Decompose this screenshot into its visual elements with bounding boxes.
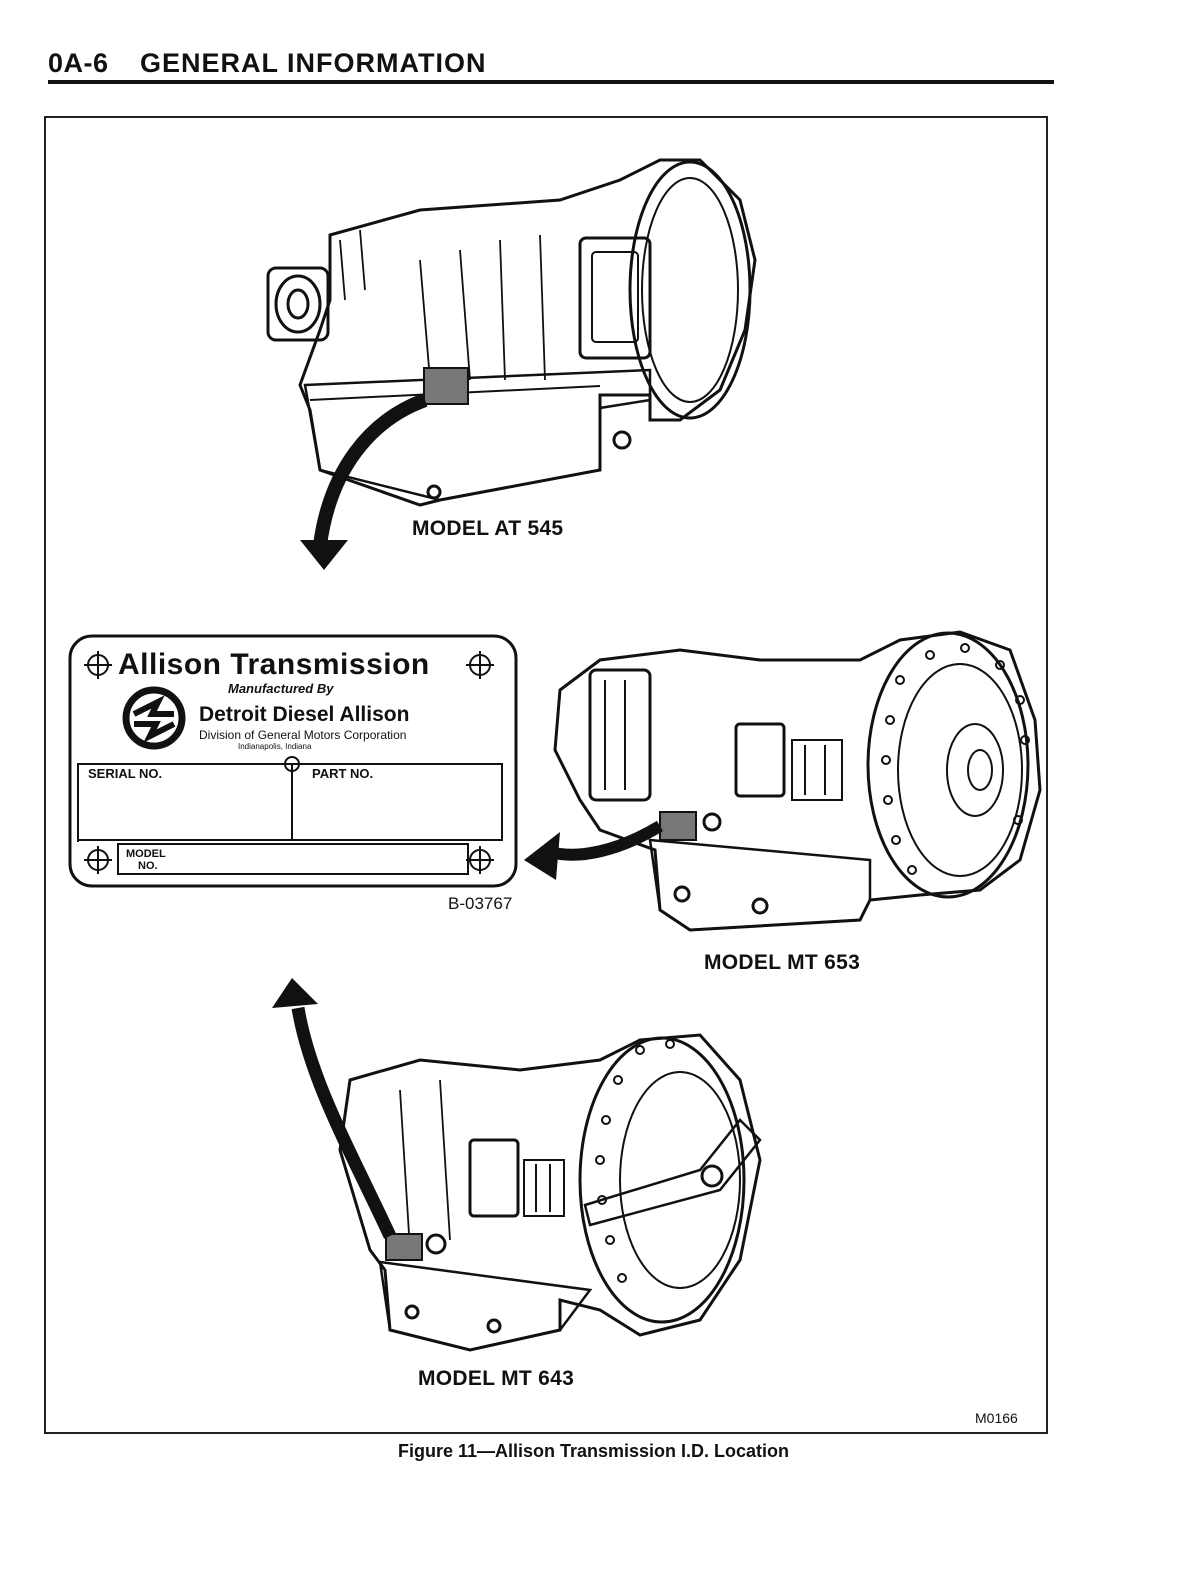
figure-code: M0166 (975, 1410, 1018, 1426)
section-title: GENERAL INFORMATION (140, 48, 487, 79)
detroit-diesel-logo (126, 690, 182, 746)
model-mt653-label: MODEL MT 653 (704, 951, 860, 975)
plate-model-label: MODEL (126, 848, 166, 860)
page-header: 0A-6 GENERAL INFORMATION (48, 44, 1054, 84)
model-at545-label: MODEL AT 545 (412, 517, 563, 541)
model-mt643-label: MODEL MT 643 (418, 1367, 574, 1391)
plate-part-label: PART NO. (312, 766, 373, 781)
page-number: 0A-6 (48, 48, 109, 79)
plate-brand: Allison Transmission (118, 648, 430, 682)
plate-serial-label: SERIAL NO. (88, 766, 162, 781)
plate-figure-code: B-03767 (448, 894, 512, 914)
plate-location: Indianapolis, Indiana (238, 742, 311, 751)
figure-caption: Figure 11—Allison Transmission I.D. Loca… (0, 1441, 1187, 1462)
plate-maker: Detroit Diesel Allison (199, 703, 409, 727)
plate-division: Division of General Motors Corporation (199, 728, 406, 742)
plate-model-no-label: NO. (138, 860, 158, 872)
header-rule (48, 80, 1054, 84)
plate-manufactured-by: Manufactured By (228, 681, 333, 696)
